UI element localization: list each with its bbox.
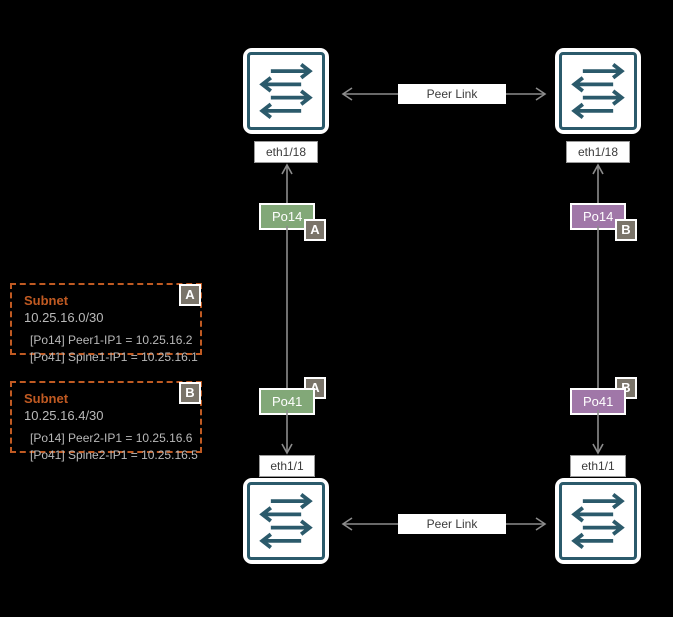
connector-trunk-right bbox=[591, 226, 605, 394]
switch-node-leaf-right[interactable] bbox=[555, 478, 641, 564]
subnet-a-title: Subnet bbox=[24, 293, 69, 308]
subnet-a-line-1: [Po14] Peer1-IP1 = 10.25.16.2 bbox=[30, 333, 193, 347]
subnet-b-cidr: 10.25.16.4/30 bbox=[24, 408, 104, 423]
subnet-legend-b: Subnet 10.25.16.4/30 [Po14] Peer2-IP1 = … bbox=[10, 381, 202, 462]
group-badge-a-po14-left: A bbox=[304, 219, 326, 241]
switch-icon bbox=[247, 482, 325, 560]
port-label-leaf-left: eth1/1 bbox=[259, 455, 315, 477]
port-label-spine-right: eth1/18 bbox=[566, 141, 630, 163]
connector-spine-left-up bbox=[280, 160, 294, 208]
port-channel-po41-right[interactable]: Po41 bbox=[570, 388, 626, 415]
connector-trunk-left bbox=[280, 226, 294, 394]
switch-icon bbox=[559, 52, 637, 130]
subnet-a-cidr: 10.25.16.0/30 bbox=[24, 310, 104, 325]
switch-icon bbox=[247, 52, 325, 130]
subnet-legend-a: Subnet 10.25.16.0/30 [Po14] Peer1-IP1 = … bbox=[10, 283, 202, 364]
group-badge-a-legend: A bbox=[179, 284, 201, 306]
subnet-a-line-2: [Po41] Spine1-IP1 = 10.25.16.1 bbox=[30, 350, 198, 364]
peer-link-bottom-label: Peer Link bbox=[398, 514, 506, 534]
port-channel-po41-left[interactable]: Po41 bbox=[259, 388, 315, 415]
switch-node-spine-left[interactable] bbox=[243, 48, 329, 134]
port-label-leaf-right: eth1/1 bbox=[570, 455, 626, 477]
switch-icon bbox=[559, 482, 637, 560]
group-badge-b-po14-right: B bbox=[615, 219, 637, 241]
switch-node-leaf-left[interactable] bbox=[243, 478, 329, 564]
subnet-b-line-2: [Po41] Spine2-IP1 = 10.25.16.5 bbox=[30, 448, 198, 462]
subnet-b-line-1: [Po14] Peer2-IP1 = 10.25.16.6 bbox=[30, 431, 193, 445]
port-label-spine-left: eth1/18 bbox=[254, 141, 318, 163]
connector-leaf-right-down bbox=[591, 410, 605, 458]
switch-node-spine-right[interactable] bbox=[555, 48, 641, 134]
connector-leaf-left-down bbox=[280, 410, 294, 458]
peer-link-top-label: Peer Link bbox=[398, 84, 506, 104]
subnet-b-title: Subnet bbox=[24, 391, 69, 406]
connector-spine-right-up bbox=[591, 160, 605, 208]
group-badge-b-legend: B bbox=[179, 382, 201, 404]
